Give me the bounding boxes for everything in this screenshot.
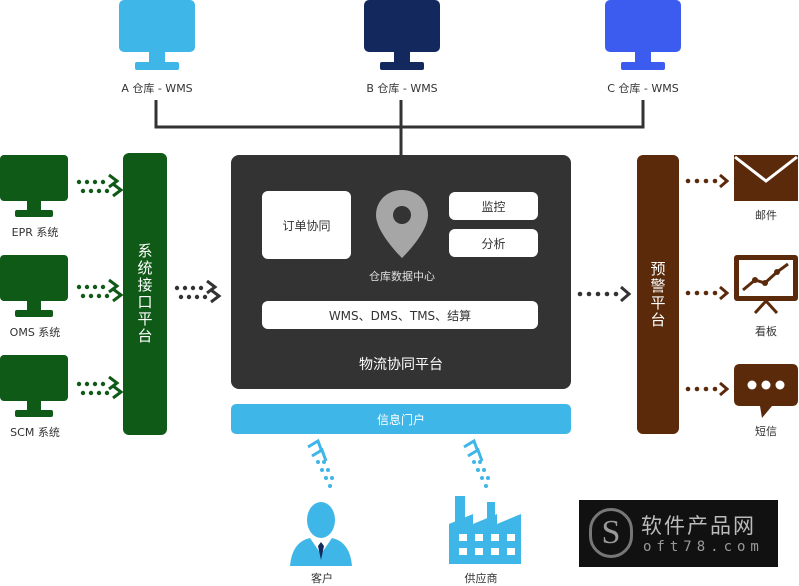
monitor-icon [605,0,681,70]
watermark-site: oft78.com [643,539,764,555]
oms-system-label: OMS 系统 [9,326,61,339]
oms-system [0,255,70,324]
modules-box: WMS、DMS、TMS、结算 [262,301,538,329]
interface-platform: 系统接口平台 [123,153,167,435]
warehouse-a [117,0,197,100]
epr-system-label: EPR 系统 [11,226,59,239]
supplier [447,494,523,570]
customer-label: 客户 [311,572,333,585]
monitor-icon [0,155,68,217]
scm-system [0,355,70,424]
supplier-label: 供应商 [464,572,498,585]
customer [286,498,356,572]
center-to-alert-arrow [577,285,632,303]
customer-icon [290,502,352,566]
sms-icon [734,364,798,418]
monitor-icon [119,0,195,70]
scm-system-label: SCM 系统 [10,426,60,439]
analysis-box: 分析 [449,229,538,257]
dashboard-label: 看板 [755,325,777,338]
order-sync-box: 订单协同 [262,191,351,259]
mail-icon [734,155,798,201]
logistics-platform-title: 物流协同平台 [359,357,443,373]
mail-output [733,154,799,206]
sms-output [732,362,799,424]
epr-system [0,155,70,224]
monitor-icon [0,255,68,317]
warehouse-b [362,0,442,100]
interface-platform-label: 系统接口平台 [135,243,154,345]
info-portal: 信息门户 [231,404,571,434]
data-center-label: 仓库数据中心 [369,270,435,283]
monitor-icon [0,355,68,417]
watermark-logo: S [589,508,633,558]
factory-icon [449,496,521,564]
data-center [372,186,432,276]
monitor-box: 监控 [449,192,538,220]
alert-platform: 预警平台 [637,155,679,434]
dashboard-icon [734,255,798,315]
watermark-logo-letter: S [601,514,621,551]
watermark-brand: 软件产品网 [641,514,756,538]
alert-platform-label: 预警平台 [648,260,667,329]
warehouse-b-label: B 仓库 - WMS [366,82,438,95]
warehouse-c-label: C 仓库 - WMS [607,82,679,95]
sms-label: 短信 [755,425,777,438]
mail-label: 邮件 [755,209,777,222]
monitor-icon [364,0,440,70]
location-pin-icon [376,190,428,258]
warehouse-c [603,0,683,100]
dashboard-output [733,254,799,318]
warehouse-a-label: A 仓库 - WMS [121,82,193,95]
watermark: S 软件产品网 oft78.com [579,500,778,567]
